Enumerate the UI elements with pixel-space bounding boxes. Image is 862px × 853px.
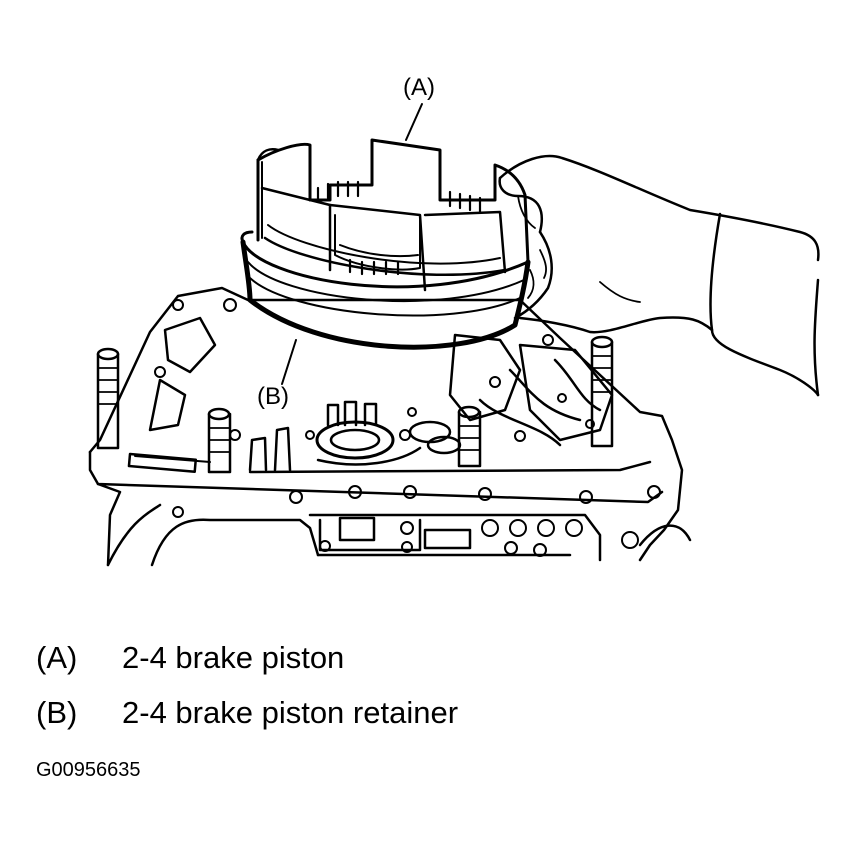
guide-pin-left-front [207,407,232,474]
legend-key: (B) [36,695,78,730]
legend-item-a: (A) 2-4 brake piston [36,642,344,673]
legend-item-b: (B) 2-4 brake piston retainer [36,697,458,728]
guide-pin-left-rear [96,347,120,450]
leader-lines [281,103,423,385]
callout-a-label: (A) [403,74,435,101]
callout-b-label: (B) [257,383,289,410]
piston-retainer [240,230,531,350]
legend-key: (A) [36,640,78,675]
transmission-illustration [88,103,820,567]
guide-pin-right [590,335,614,448]
figure-id: G00956635 [36,759,141,781]
legend-text: 2-4 brake piston [122,640,345,675]
guide-pin-center [457,405,482,468]
legend-text: 2-4 brake piston retainer [122,695,459,730]
hand [498,154,820,397]
transmission-case [106,503,692,567]
brake-piston [256,138,530,292]
guide-pins [96,335,614,474]
valve-body-plate [88,286,684,567]
